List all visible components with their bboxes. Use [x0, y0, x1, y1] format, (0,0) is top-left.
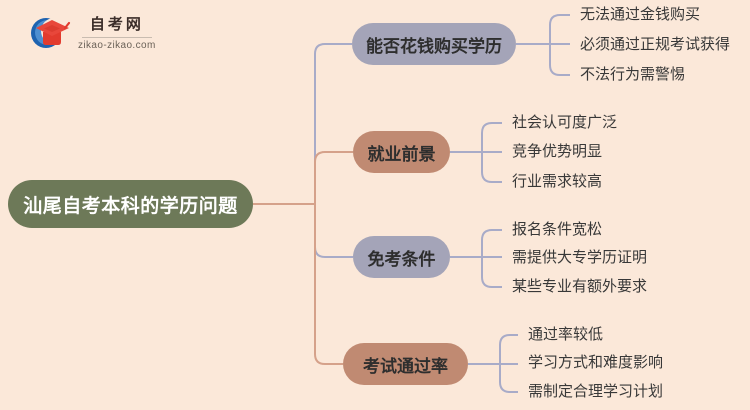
logo-divider: [81, 37, 152, 38]
child-label: 需提供大专学历证明: [512, 249, 648, 266]
logo-text-block: 自考网 zikao-zikao.com: [78, 13, 156, 51]
branch-node-exemption[interactable]: 免考条件: [353, 236, 450, 278]
child-label: 学习方式和难度影响: [528, 354, 664, 371]
branch-node-pass-rate[interactable]: 考试通过率: [343, 343, 468, 385]
child-label: 不法行为需警惕: [580, 66, 686, 83]
child-label: 无法通过金钱购买: [580, 6, 701, 23]
child-label: 通过率较低: [528, 326, 604, 343]
child-label: 社会认可度广泛: [512, 114, 618, 131]
child-label: 需制定合理学习计划: [528, 383, 664, 400]
graduation-cap-crescent-icon: [31, 18, 71, 48]
child-label: 行业需求较高: [512, 173, 603, 190]
branch-node-buy-degree[interactable]: 能否花钱购买学历: [352, 23, 516, 65]
root-node[interactable]: 汕尾自考本科的学历问题: [8, 180, 253, 228]
site-name: 自考网: [89, 16, 144, 33]
child-label: 报名条件宽松: [512, 221, 603, 238]
child-label: 某些专业有额外要求: [512, 278, 648, 295]
site-url: zikao-zikao.com: [78, 40, 156, 51]
site-logo[interactable]: 自考网 zikao-zikao.com: [30, 11, 156, 53]
child-label: 必须通过正规考试获得: [580, 36, 731, 53]
child-label: 竞争优势明显: [512, 143, 603, 160]
branch-node-employment[interactable]: 就业前景: [353, 131, 450, 173]
